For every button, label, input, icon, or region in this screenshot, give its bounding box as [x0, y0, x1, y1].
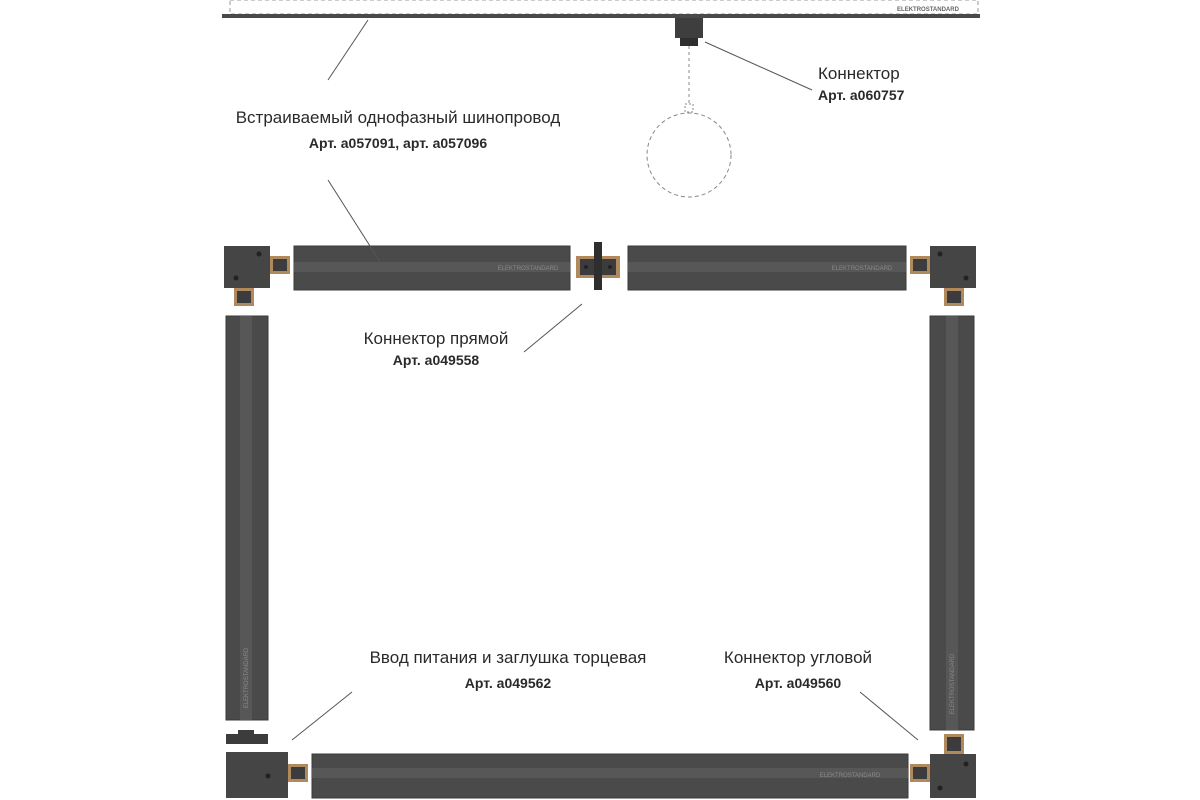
label-power-end-cap-title: Ввод питания и заглушка торцевая [369, 648, 647, 667]
leader-corner-connector [859, 691, 919, 741]
label-straight-connector-title: Коннектор прямой [363, 329, 509, 348]
leader-lines [291, 19, 919, 741]
track-bottom-brand: ELEKTROSTANDARD [820, 773, 881, 779]
label-straight-connector-article: Арт. a049558 [392, 352, 480, 368]
leader-track [327, 179, 385, 269]
track-top-right: ELEKTROSTANDARD [627, 245, 907, 291]
track-right-vertical: ELEKTROSTANDARD [929, 315, 975, 731]
leader-power-end-cap [291, 691, 353, 741]
track-top-right-brand: ELEKTROSTANDARD [832, 266, 893, 272]
label-power-end-cap-article: Арт. a049562 [464, 675, 552, 691]
track-bottom: ELEKTROSTANDARD [311, 753, 909, 799]
label-pendant-connector: Коннектор Арт. a060757 [818, 64, 904, 104]
pendant-connector [646, 18, 732, 198]
corner-connector-bottom-right [910, 734, 976, 798]
label-pendant-connector-article: Арт. a060757 [818, 87, 905, 103]
ceiling-track: ELEKTROSTANDARD [222, 0, 980, 18]
power-feed [226, 752, 308, 798]
corner-connector-top-left [224, 246, 290, 306]
end-cap [226, 730, 268, 744]
label-track-article: Арт. a057091, арт. a057096 [308, 135, 488, 151]
label-corner-connector-article: Арт. a049560 [754, 675, 842, 691]
track-top-left: ELEKTROSTANDARD [293, 245, 571, 291]
leader-pendant-connector [704, 41, 813, 91]
track-right-brand: ELEKTROSTANDARD [950, 653, 956, 714]
label-corner-connector: Коннектор угловой Арт. a049560 [704, 648, 892, 692]
straight-connector [576, 242, 620, 290]
label-track-title: Встраиваемый однофазный шинопровод [235, 108, 561, 127]
label-straight-connector: Коннектор прямой Арт. a049558 [356, 329, 516, 369]
track-left-brand: ELEKTROSTANDARD [244, 647, 250, 708]
label-track: Встраиваемый однофазный шинопровод Арт. … [228, 108, 568, 152]
label-power-end-cap: Ввод питания и заглушка торцевая Арт. a0… [360, 648, 656, 692]
track-left-vertical: ELEKTROSTANDARD [225, 315, 269, 721]
corner-connector-top-right [910, 246, 976, 306]
label-pendant-connector-title: Коннектор [818, 64, 900, 83]
ceiling-brand: ELEKTROSTANDARD [897, 7, 960, 13]
leader-straight-connector [523, 303, 583, 353]
label-corner-connector-title: Коннектор угловой [723, 648, 873, 667]
track-top-left-brand: ELEKTROSTANDARD [498, 266, 559, 272]
leader-ceiling-track [327, 19, 369, 81]
